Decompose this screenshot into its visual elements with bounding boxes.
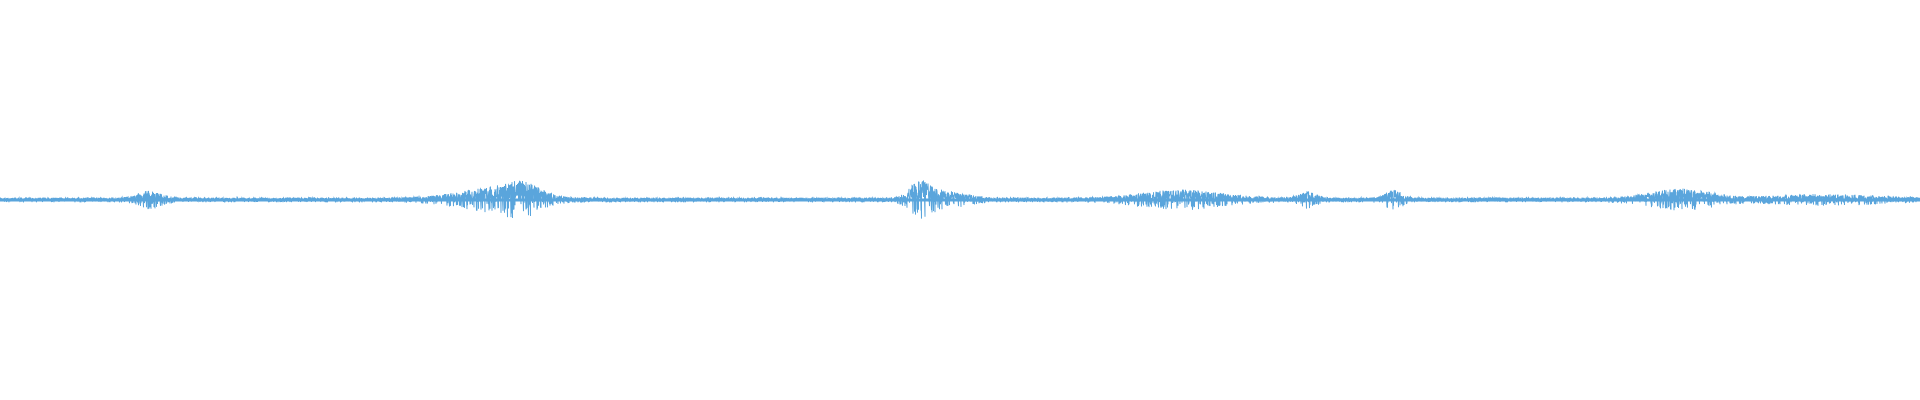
- waveform-trace: [0, 180, 1920, 219]
